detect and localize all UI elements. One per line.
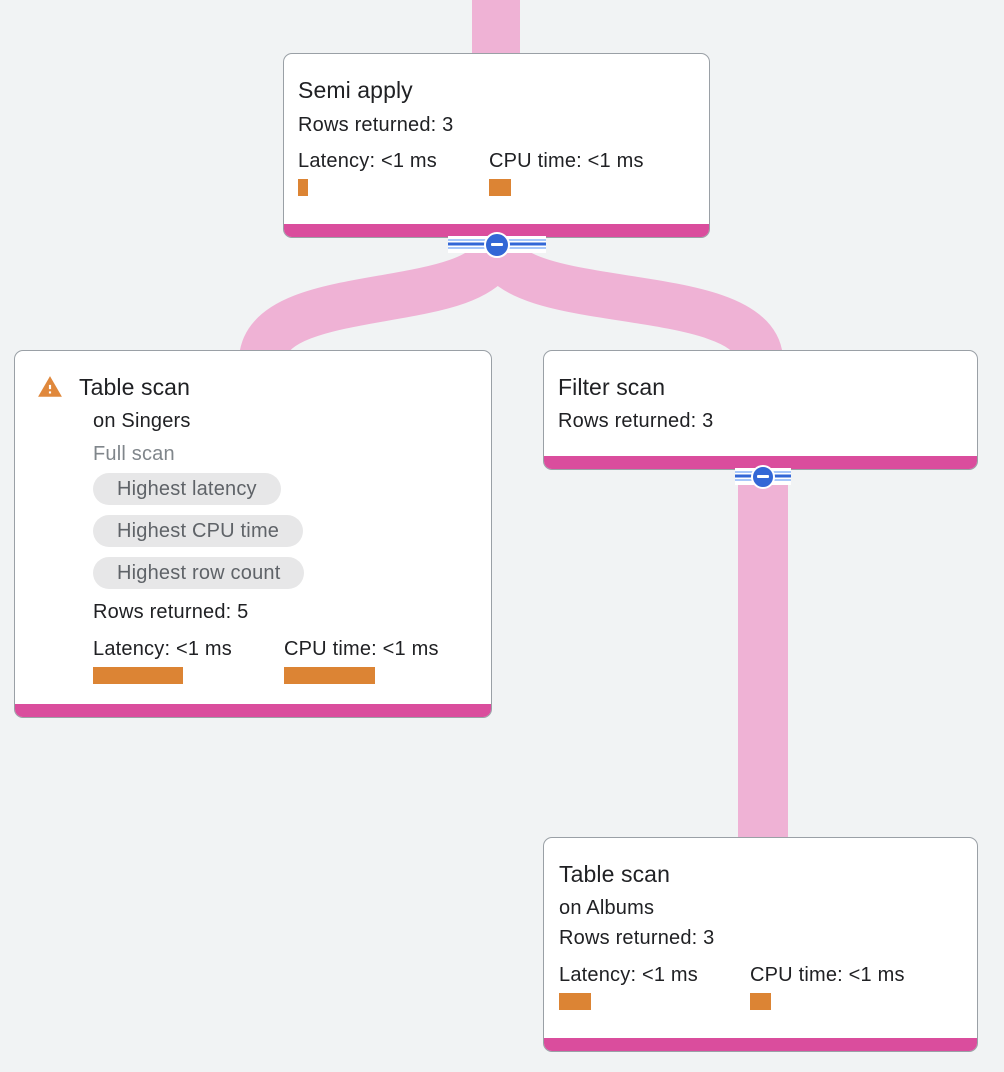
warning-icon: [37, 374, 63, 400]
plan-node-table-scan-albums[interactable]: Table scan on Albums Rows returned: 3 La…: [543, 837, 978, 1052]
collapse-button[interactable]: [751, 464, 775, 489]
latency-metric: Latency: <1 ms: [93, 636, 284, 684]
latency-label: Latency: <1 ms: [93, 638, 232, 660]
node-title: Table scan: [79, 374, 190, 400]
minus-icon: [757, 475, 769, 478]
latency-bar: [93, 667, 183, 684]
scan-type-label: Full scan: [93, 443, 175, 465]
badge-highest-cpu-time: Highest CPU time: [93, 515, 304, 547]
cpu-time-bar: [750, 993, 771, 1010]
node-title: Filter scan: [558, 374, 666, 400]
node-details: on Singers Full scan Highest latency Hig…: [93, 408, 477, 684]
node-accent-strip: [544, 1038, 977, 1051]
latency-bar: [559, 993, 591, 1010]
edge-semi-apply-to-filter-scan: [474, 238, 783, 364]
rows-returned: Rows returned: 3: [558, 410, 714, 432]
node-title-row: Table scan: [29, 373, 477, 401]
rows-returned: Rows returned: 5: [93, 601, 249, 623]
cpu-time-label: CPU time: <1 ms: [489, 150, 644, 172]
badge-highest-row-count: Highest row count: [93, 557, 305, 589]
cpu-time-metric: CPU time: <1 ms: [750, 962, 941, 1010]
node-title: Table scan: [559, 861, 670, 887]
semi-apply-collapse-control[interactable]: [448, 231, 546, 258]
latency-bar: [298, 179, 308, 196]
cpu-time-label: CPU time: <1 ms: [284, 638, 439, 660]
node-accent-strip: [15, 704, 491, 717]
rows-returned: Rows returned: 3: [559, 927, 715, 949]
cpu-time-bar: [284, 667, 375, 684]
latency-label: Latency: <1 ms: [559, 964, 698, 986]
node-accent-strip: [544, 456, 977, 469]
node-accent-strip: [284, 224, 709, 237]
badge-highest-latency: Highest latency: [93, 473, 281, 505]
latency-metric: Latency: <1 ms: [559, 962, 750, 1010]
minus-icon: [491, 243, 503, 246]
plan-node-table-scan-singers[interactable]: Table scan on Singers Full scan Highest …: [14, 350, 492, 718]
latency-label: Latency: <1 ms: [298, 150, 437, 172]
plan-node-filter-scan[interactable]: Filter scan Rows returned: 3: [543, 350, 978, 470]
node-title: Semi apply: [298, 77, 413, 103]
metrics-row: Latency: <1 ms CPU time: <1 ms: [559, 962, 963, 1010]
collapse-button[interactable]: [484, 231, 510, 258]
cpu-time-bar: [489, 179, 511, 196]
edge-semi-apply-to-table-scan-singers: [239, 239, 520, 364]
cpu-time-label: CPU time: <1 ms: [750, 964, 905, 986]
filter-scan-collapse-control[interactable]: [735, 464, 791, 489]
badge-list: Highest latency Highest CPU time Highest…: [93, 473, 477, 589]
node-subtitle: on Albums: [559, 897, 655, 919]
rows-returned: Rows returned: 3: [298, 114, 454, 136]
metrics-row: Latency: <1 ms CPU time: <1 ms: [93, 636, 477, 684]
metrics-row: Latency: <1 ms CPU time: <1 ms: [298, 148, 695, 196]
cpu-time-metric: CPU time: <1 ms: [284, 636, 475, 684]
cpu-time-metric: CPU time: <1 ms: [489, 148, 680, 196]
plan-node-semi-apply[interactable]: Semi apply Rows returned: 3 Latency: <1 …: [283, 53, 710, 238]
node-subtitle: on Singers: [93, 410, 191, 432]
latency-metric: Latency: <1 ms: [298, 148, 489, 196]
